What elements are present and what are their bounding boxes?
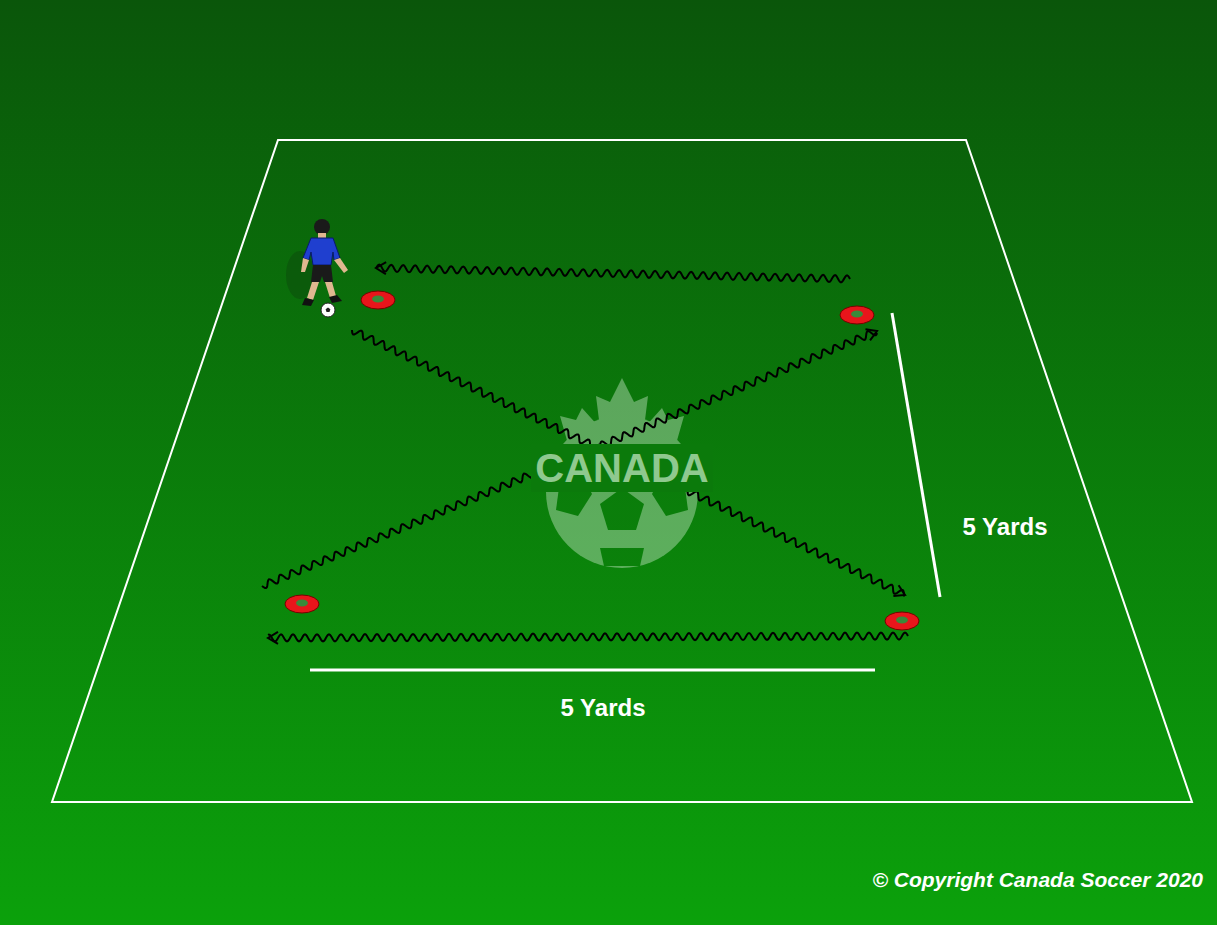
dribble-paths	[262, 262, 908, 644]
copyright-note: © Copyright Canada Soccer 2020	[872, 868, 1203, 891]
dribble-path	[262, 331, 877, 588]
dribble-path	[352, 330, 904, 596]
dimension-label: 5 Yards	[561, 695, 646, 721]
cone	[840, 306, 874, 324]
dimension-line	[310, 669, 875, 672]
cone	[285, 595, 319, 613]
dimension-label: 5 Yards	[963, 514, 1048, 540]
arrow-head	[268, 632, 278, 644]
ball-panel	[600, 548, 644, 566]
dribble-path	[268, 633, 908, 642]
cone	[885, 612, 919, 630]
cone	[361, 291, 395, 309]
arrow-head	[865, 329, 877, 340]
cones	[285, 291, 919, 630]
soccer-ball	[321, 303, 335, 317]
watermark-text: CANADA	[531, 444, 712, 492]
player-figure	[286, 219, 348, 306]
ball-panel	[600, 488, 644, 530]
field-boundary	[52, 140, 1192, 802]
arrow-head	[376, 262, 386, 274]
dimension-line	[892, 313, 940, 597]
arrow-head	[893, 585, 905, 596]
dribble-path	[376, 265, 850, 283]
